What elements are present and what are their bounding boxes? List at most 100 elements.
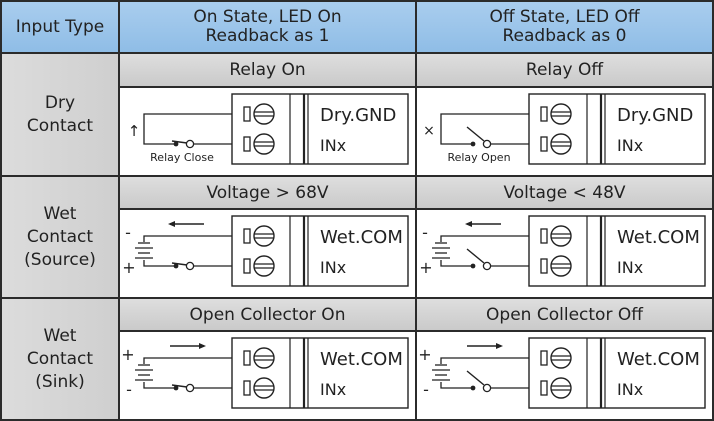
battery-icon	[432, 364, 450, 381]
terminal-label-bottom: INx	[320, 258, 346, 277]
switch-blade	[171, 140, 188, 144]
up-arrow-icon: ↑	[128, 122, 141, 140]
terminal-label-bottom: INx	[320, 136, 346, 155]
subheader-voltage-high: Voltage > 68V	[120, 177, 415, 208]
terminal-label-top: Wet.COM	[320, 349, 403, 370]
terminal-block: Dry.GND INx	[231, 93, 409, 165]
terminal-slot-icon	[243, 106, 251, 122]
switch-pivot	[482, 383, 492, 393]
terminal-label-top: Dry.GND	[617, 105, 693, 126]
terminal-label-top: Wet.COM	[320, 227, 403, 248]
row-label-wet-source: Wet Contact (Source)	[2, 177, 118, 297]
wire-bottom	[143, 382, 174, 389]
terminal-slot-icon	[540, 350, 548, 366]
terminal-slot-icon	[540, 380, 548, 396]
switch-blade	[171, 262, 188, 266]
header-on-state-line1: On State, LED On	[193, 7, 342, 27]
wire-bottom	[440, 260, 471, 267]
switch-open-icon	[466, 126, 492, 149]
subheader-label: Voltage > 68V	[206, 182, 329, 203]
arrow-right-icon	[170, 343, 206, 349]
arrow-right-icon	[467, 343, 503, 349]
switch-contact	[470, 263, 476, 269]
terminal-screw-icon	[550, 377, 572, 399]
subheader-relay-on: Relay On	[120, 54, 415, 86]
switch-blade	[171, 384, 188, 388]
switch-pivot	[185, 261, 195, 271]
terminal-screw-icon	[550, 133, 572, 155]
subheader-voltage-low: Voltage < 48V	[417, 177, 712, 208]
subheader-label: Voltage < 48V	[503, 182, 626, 203]
terminal-label-bottom: INx	[617, 258, 643, 277]
row-label-line: Contact	[26, 115, 94, 136]
switch-open-icon	[466, 370, 492, 393]
polarity-top: -	[125, 223, 131, 242]
header-off-state-line1: Off State, LED Off	[489, 7, 640, 27]
switch-open-icon	[466, 248, 492, 271]
wire-top	[143, 235, 232, 242]
terminal-label-bottom: INx	[617, 380, 643, 399]
wire-top	[440, 235, 529, 242]
wire-top	[143, 357, 232, 364]
terminal-label-bottom: INx	[617, 136, 643, 155]
polarity-bottom: -	[126, 380, 132, 399]
switch-caption: Relay Open	[447, 151, 510, 164]
terminal-screw-icon	[253, 255, 275, 277]
row-label-line: (Source)	[24, 249, 96, 270]
switch-pivot	[482, 261, 492, 271]
diagram-dry-relay-off: × Relay Open Dry.GND INx	[417, 88, 712, 175]
subheader-open-collector-on: Open Collector On	[120, 299, 415, 330]
row-label-wet-sink: Wet Contact (Sink)	[2, 299, 118, 419]
terminal-slot-icon	[243, 228, 251, 244]
terminal-block: Wet.COM INx	[231, 215, 409, 287]
terminal-screw-icon	[253, 133, 275, 155]
terminal-screw-icon	[253, 347, 275, 369]
subheader-label: Relay Off	[525, 60, 604, 80]
polarity-bottom: +	[419, 258, 432, 277]
switch-closed-icon	[171, 139, 195, 149]
arrow-left-icon	[465, 221, 501, 227]
row-label-line: Contact	[26, 226, 94, 247]
switch-blade	[466, 370, 485, 386]
polarity-top: +	[418, 345, 431, 364]
switch-caption: Relay Close	[150, 151, 214, 164]
arrow-left-icon	[168, 221, 204, 227]
terminal-screw-icon	[550, 103, 572, 125]
subheader-open-collector-off: Open Collector Off	[417, 299, 712, 330]
polarity-top: -	[422, 223, 428, 242]
wire-top	[440, 357, 529, 364]
battery-icon	[432, 242, 450, 259]
terminal-label-top: Dry.GND	[320, 105, 396, 126]
circuit-diagram: × Relay Open Dry.GND INx	[423, 93, 706, 165]
cross-icon: ×	[423, 123, 435, 139]
subheader-relay-off: Relay Off	[417, 54, 712, 86]
terminal-slot-icon	[540, 258, 548, 274]
terminal-label-top: Wet.COM	[617, 349, 700, 370]
header-on-state: On State, LED On Readback as 1	[120, 2, 415, 52]
switch-blade	[466, 248, 485, 264]
row-label-line: Contact	[26, 348, 94, 369]
terminal-block: Wet.COM INx	[528, 337, 706, 409]
wire-loop	[143, 113, 232, 145]
switch-pivot	[185, 383, 195, 393]
terminal-slot-icon	[243, 380, 251, 396]
subheader-label: Open Collector Off	[486, 304, 643, 325]
switch-blade	[466, 126, 485, 142]
row-label-line: Wet	[43, 325, 77, 346]
polarity-bottom: -	[423, 380, 429, 399]
header-input-type-label: Input Type	[15, 16, 105, 37]
terminal-slot-icon	[540, 228, 548, 244]
terminal-screw-icon	[550, 255, 572, 277]
terminal-slot-icon	[243, 136, 251, 152]
row-label-line: Dry	[44, 92, 76, 113]
terminal-screw-icon	[253, 103, 275, 125]
header-off-state: Off State, LED Off Readback as 0	[417, 2, 712, 52]
switch-pivot	[185, 139, 195, 149]
subheader-label: Relay On	[229, 60, 306, 80]
terminal-screw-icon	[253, 225, 275, 247]
